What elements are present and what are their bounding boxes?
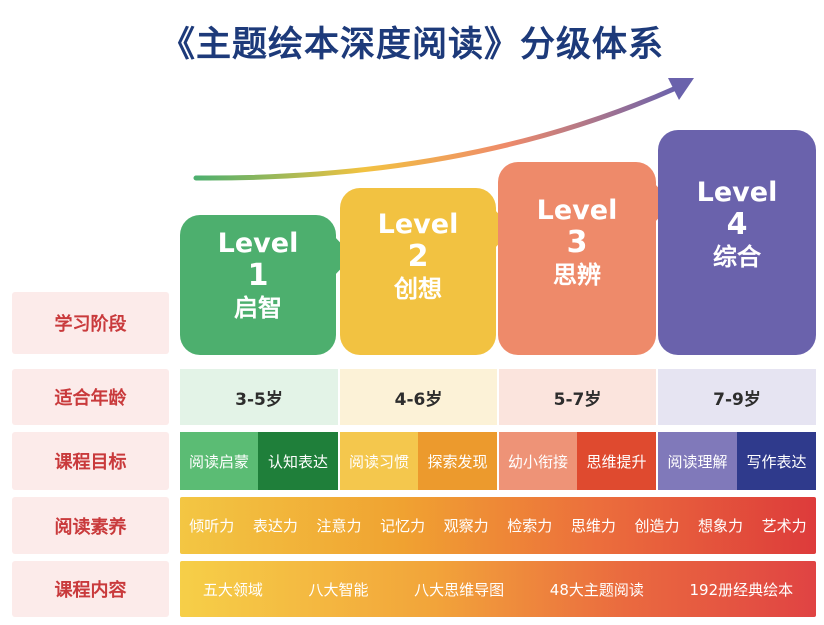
level-3-bubble: Level 3 思辨 bbox=[498, 162, 673, 355]
level-1-bubble: Level 1 启智 bbox=[180, 215, 353, 355]
row-label-literacy: 阅读素养 bbox=[12, 497, 169, 554]
level-4-name: 综合 bbox=[713, 243, 761, 271]
page-title: 《主题绘本深度阅读》分级体系 bbox=[159, 25, 664, 65]
goal-cell: 阅读启蒙 bbox=[180, 432, 258, 490]
goal-cell: 阅读理解 bbox=[658, 432, 737, 490]
level-1-word: Level bbox=[217, 228, 299, 259]
content-item: 192册经典绘本 bbox=[689, 580, 794, 599]
goal-cell: 思维提升 bbox=[577, 432, 656, 490]
goal-cell: 认知表达 bbox=[258, 432, 338, 490]
row-label-goal: 课程目标 bbox=[12, 432, 169, 490]
literacy-item: 观察力 bbox=[443, 517, 489, 535]
literacy-item: 创造力 bbox=[634, 517, 680, 535]
literacy-item: 记忆力 bbox=[380, 517, 426, 535]
level-1-number: 1 bbox=[247, 258, 269, 293]
literacy-item: 注意力 bbox=[316, 517, 362, 535]
literacy-item: 艺术力 bbox=[761, 517, 807, 535]
level-3-number: 3 bbox=[566, 225, 588, 260]
content-item: 八大智能 bbox=[308, 580, 369, 599]
content-band: 五大领域 八大智能 八大思维导图 48大主题阅读 192册经典绘本 bbox=[180, 561, 816, 617]
literacy-item: 表达力 bbox=[252, 517, 298, 535]
goal-cell: 阅读习惯 bbox=[340, 432, 418, 490]
level-4-bubble: Level 4 综合 bbox=[658, 130, 816, 355]
level-4-number: 4 bbox=[726, 207, 748, 242]
level-3-name: 思辨 bbox=[553, 261, 601, 289]
goal-cell: 探索发现 bbox=[418, 432, 497, 490]
level-3-word: Level bbox=[536, 195, 618, 226]
goal-cell: 写作表达 bbox=[737, 432, 816, 490]
literacy-band: 倾听力 表达力 注意力 记忆力 观察力 检索力 思维力 创造力 想象力 艺术力 bbox=[180, 497, 816, 554]
content-item: 五大领域 bbox=[202, 580, 263, 599]
row-label-age: 适合年龄 bbox=[12, 369, 169, 425]
literacy-item: 检索力 bbox=[507, 517, 553, 535]
literacy-item: 思维力 bbox=[570, 517, 616, 535]
age-cell-level-1: 3-5岁 bbox=[180, 369, 338, 425]
level-2-name: 创想 bbox=[394, 275, 442, 303]
age-cell-level-4: 7-9岁 bbox=[658, 369, 816, 425]
level-2-number: 2 bbox=[407, 239, 429, 274]
level-1-name: 启智 bbox=[234, 294, 282, 322]
literacy-item: 倾听力 bbox=[189, 517, 235, 535]
content-item: 48大主题阅读 bbox=[549, 580, 644, 599]
level-2-word: Level bbox=[377, 209, 459, 240]
level-4-word: Level bbox=[696, 177, 778, 208]
literacy-item: 想象力 bbox=[698, 517, 744, 535]
content-item: 八大思维导图 bbox=[414, 580, 505, 599]
age-cell-level-3: 5-7岁 bbox=[499, 369, 656, 425]
goal-cell: 幼小衔接 bbox=[499, 432, 577, 490]
level-2-bubble: Level 2 创想 bbox=[340, 188, 513, 355]
row-label-stage: 学习阶段 bbox=[12, 292, 169, 354]
age-cell-level-2: 4-6岁 bbox=[340, 369, 497, 425]
row-label-content: 课程内容 bbox=[12, 561, 169, 617]
